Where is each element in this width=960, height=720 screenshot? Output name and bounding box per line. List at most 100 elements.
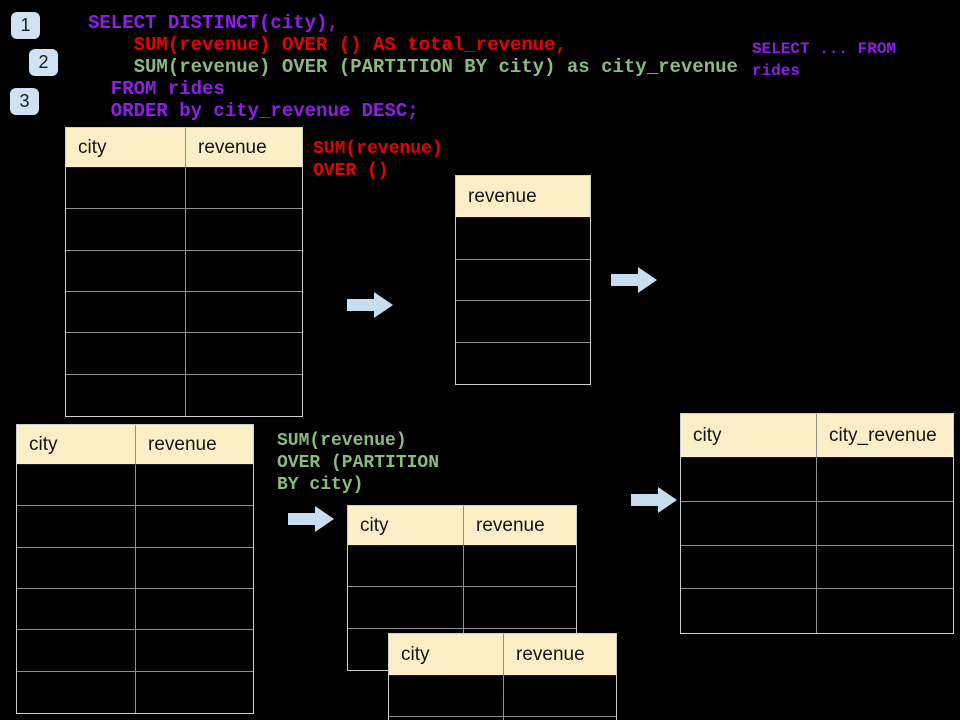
table-cell: [186, 251, 302, 292]
table-header-row: city revenue: [66, 128, 302, 168]
table-row: [17, 671, 253, 713]
table-cell: [17, 630, 136, 672]
step-badge-3: 3: [10, 88, 39, 115]
table-cell: [66, 209, 186, 251]
table-cell: [186, 209, 302, 251]
table-cell: [17, 465, 136, 507]
table-cell: [817, 458, 953, 502]
column-header-revenue: revenue: [456, 176, 590, 218]
table-cell: [17, 588, 136, 631]
table-cell: [456, 260, 590, 301]
table-cell: [456, 218, 590, 260]
table-cell: [681, 458, 817, 502]
table-row: [456, 301, 590, 343]
sql-line-total-sum: SUM(revenue) OVER () AS total_revenue,: [88, 34, 567, 56]
table-row: [681, 458, 953, 502]
table-cell: [389, 716, 504, 720]
table-cell: [817, 589, 953, 633]
table-cell: [504, 717, 616, 720]
table-cell: [136, 589, 253, 631]
table-row: [66, 250, 302, 292]
arrow-right-icon: [631, 487, 677, 513]
table-row: [17, 506, 253, 548]
table-cell: [464, 587, 576, 629]
table-row: [66, 333, 302, 375]
table-cell: [681, 589, 817, 633]
arrow-right-icon: [347, 292, 393, 318]
column-header-city: city: [681, 414, 817, 458]
table-cell: [456, 343, 590, 385]
table-cell: [504, 676, 616, 717]
table-cell: [464, 546, 576, 588]
table-cell: [136, 465, 253, 507]
table-partition-back: city revenue: [347, 505, 577, 671]
arrow-right-icon: [611, 267, 657, 293]
sql-line-partition-sum: SUM(revenue) OVER (PARTITION BY city) as…: [88, 56, 738, 78]
table-cell: [136, 672, 253, 713]
table-row: [456, 218, 590, 260]
table-cell: [681, 501, 817, 546]
table-cell: [66, 374, 186, 416]
table-row: [348, 587, 576, 629]
table-row: [681, 545, 953, 590]
table-row: [389, 676, 616, 717]
table-cell: [17, 671, 136, 713]
table-row: [17, 465, 253, 507]
table-cell: [389, 676, 504, 717]
table-row: [456, 343, 590, 385]
column-header-revenue: revenue: [504, 634, 616, 676]
table-city-revenue: city city_revenue: [680, 413, 954, 634]
table-header-row: city revenue: [389, 634, 616, 676]
table-row: [681, 501, 953, 546]
table-row: [66, 291, 302, 334]
column-header-city: city: [17, 425, 136, 465]
partition-window-label: SUM(revenue) OVER (PARTITION BY city): [277, 431, 440, 495]
table-source-bottom: city revenue: [16, 424, 254, 714]
table-header-row: revenue: [456, 176, 590, 218]
table-cell: [136, 506, 253, 548]
step-badge-1: 1: [11, 12, 40, 39]
table-source-top: city revenue: [65, 127, 303, 417]
table-row: [17, 588, 253, 631]
sql-line-order-by: ORDER by city_revenue DESC;: [88, 100, 419, 122]
table-cell: [17, 547, 136, 589]
table-partition-front: city revenue: [388, 633, 617, 720]
table-header-row: city revenue: [348, 506, 576, 546]
table-row: [456, 260, 590, 301]
table-cell: [66, 168, 186, 210]
sql-line-select: SELECT DISTINCT(city),: [88, 12, 339, 34]
table-cell: [681, 545, 817, 590]
total-window-label: SUM(revenue) OVER (): [313, 139, 443, 181]
table-row: [66, 374, 302, 416]
table-cell: [186, 375, 302, 416]
table-cell: [348, 546, 464, 588]
column-header-city-revenue: city_revenue: [817, 414, 953, 458]
table-cell: [136, 630, 253, 672]
table-row: [389, 716, 616, 720]
table-header-row: city revenue: [17, 425, 253, 465]
table-cell: [348, 587, 464, 629]
table-header-row: city city_revenue: [681, 414, 953, 458]
column-header-revenue: revenue: [464, 506, 576, 546]
table-row: [17, 547, 253, 589]
table-cell: [456, 301, 590, 343]
table-cell: [66, 250, 186, 292]
table-row: [17, 630, 253, 672]
table-total-revenue: revenue: [455, 175, 591, 385]
table-cell: [186, 333, 302, 375]
column-header-city: city: [66, 128, 186, 168]
table-cell: [66, 333, 186, 375]
sql-line-from: FROM rides: [88, 78, 225, 100]
table-cell: [186, 168, 302, 210]
column-header-city: city: [348, 506, 464, 546]
table-row: [66, 168, 302, 210]
table-cell: [817, 502, 953, 546]
step-badge-2: 2: [29, 49, 58, 76]
side-sql-snippet: SELECT ... FROM rides: [752, 40, 897, 80]
arrow-right-icon: [288, 506, 334, 532]
column-header-city: city: [389, 634, 504, 676]
table-row: [348, 546, 576, 588]
table-cell: [186, 292, 302, 334]
table-cell: [66, 291, 186, 334]
